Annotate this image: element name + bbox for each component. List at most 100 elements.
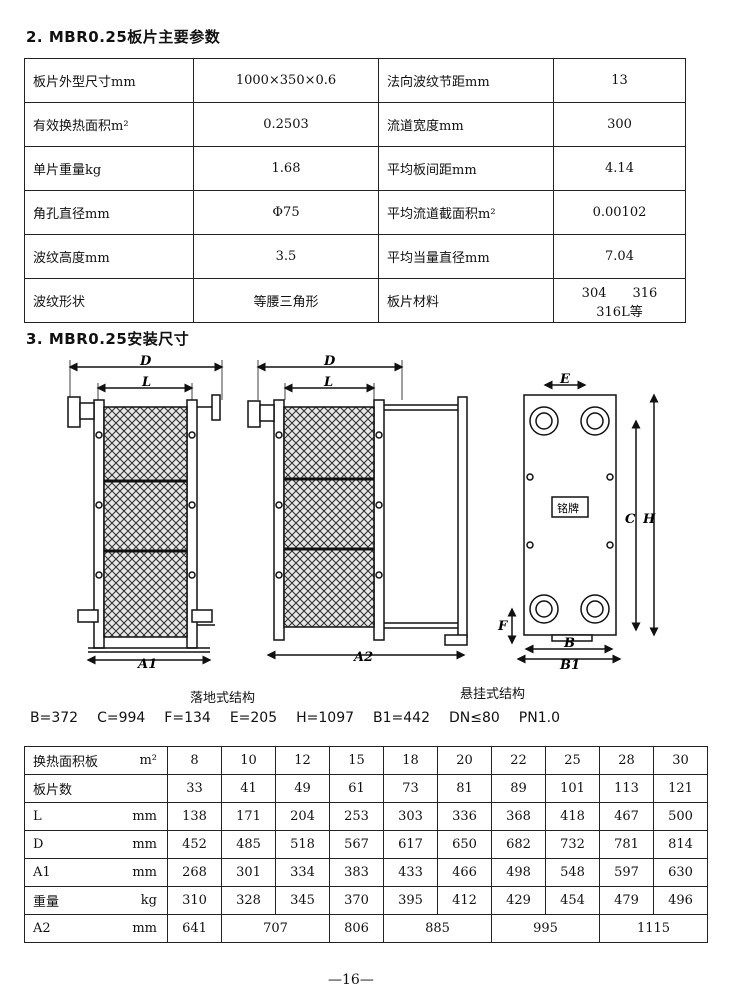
dims-row-unit: mm — [117, 858, 168, 887]
dims-cell: 452 — [167, 830, 222, 859]
dims-cell: 10 — [221, 746, 276, 775]
dims-cell: 61 — [329, 774, 384, 803]
floor-standing-drawing — [67, 360, 224, 665]
param-label: 平均流道截面积m² — [378, 190, 554, 235]
dims-cell: 429 — [491, 886, 546, 915]
spec-item: E=205 — [229, 710, 278, 726]
param-label: 波纹高度mm — [24, 234, 194, 279]
dims-cell: 732 — [545, 830, 600, 859]
dims-cell: 454 — [545, 886, 600, 915]
label-l-floor: L — [141, 375, 151, 390]
label-f: F — [497, 619, 508, 634]
dims-cell: 412 — [437, 886, 492, 915]
dims-cell: 30 — [653, 746, 708, 775]
label-a2: A2 — [352, 650, 373, 665]
param-label: 有效换热面积m² — [24, 102, 194, 147]
dims-cell: 171 — [221, 802, 276, 831]
dims-cell: 479 — [599, 886, 654, 915]
param-value: 3.5 — [193, 234, 379, 279]
dims-cell: 370 — [329, 886, 384, 915]
param-label: 平均板间距mm — [378, 146, 554, 191]
section-2-title: 2. MBR0.25板片主要参数 — [26, 28, 221, 46]
dims-row-label: 重量 — [24, 886, 117, 915]
dims-row-label: 换热面积板 — [24, 746, 117, 775]
dims-row-unit: mm — [117, 914, 168, 943]
dims-cell: 1115 — [599, 914, 708, 943]
param-value: 0.2503 — [193, 102, 379, 147]
dims-row-unit — [117, 774, 168, 803]
dims-row-label: D — [24, 830, 117, 859]
dims-row-label: A2 — [24, 914, 117, 943]
dims-row-unit: mm — [117, 830, 168, 859]
spec-item: H=1097 — [296, 710, 355, 726]
dims-cell: 806 — [329, 914, 384, 943]
installation-drawing: D L A1 D L A2 E C H F B B1 铭牌 — [67, 355, 659, 673]
dims-cell: 334 — [275, 858, 330, 887]
dims-cell: 73 — [383, 774, 438, 803]
spec-item: PN1.0 — [518, 710, 560, 726]
dims-cell: 498 — [491, 858, 546, 887]
spec-item: B=372 — [30, 710, 79, 726]
dims-cell: 567 — [329, 830, 384, 859]
dims-cell: 885 — [383, 914, 492, 943]
dims-cell: 204 — [275, 802, 330, 831]
dims-cell: 301 — [221, 858, 276, 887]
dims-cell: 814 — [653, 830, 708, 859]
dims-cell: 433 — [383, 858, 438, 887]
param-value: 1.68 — [193, 146, 379, 191]
side-view-drawing — [507, 380, 659, 664]
dims-cell: 650 — [437, 830, 492, 859]
page-number: —16— — [328, 972, 374, 988]
spec-item: DN≤80 — [448, 710, 500, 726]
dims-cell: 138 — [167, 802, 222, 831]
label-d-hang: D — [323, 355, 336, 369]
label-c: C — [625, 512, 636, 527]
section-3-title: 3. MBR0.25安装尺寸 — [26, 330, 190, 348]
label-a1: A1 — [136, 657, 157, 672]
dims-cell: 101 — [545, 774, 600, 803]
dims-cell: 496 — [653, 886, 708, 915]
dims-cell: 368 — [491, 802, 546, 831]
spec-item: C=994 — [97, 710, 146, 726]
dims-cell: 518 — [275, 830, 330, 859]
spec-item: B1=442 — [373, 710, 430, 726]
dims-cell: 49 — [275, 774, 330, 803]
dims-cell: 18 — [383, 746, 438, 775]
dims-cell: 113 — [599, 774, 654, 803]
dims-cell: 33 — [167, 774, 222, 803]
param-label: 平均当量直径mm — [378, 234, 554, 279]
dims-cell: 15 — [329, 746, 384, 775]
hanging-frame-drawing — [247, 360, 468, 660]
dims-row-label: A1 — [24, 858, 117, 887]
dims-cell: 630 — [653, 858, 708, 887]
dims-cell: 253 — [329, 802, 384, 831]
param-value: 300 — [553, 102, 686, 147]
param-label: 单片重量kg — [24, 146, 194, 191]
dims-cell: 485 — [221, 830, 276, 859]
dims-cell: 548 — [545, 858, 600, 887]
spec-item: F=134 — [164, 710, 211, 726]
dims-cell: 467 — [599, 802, 654, 831]
dims-cell: 12 — [275, 746, 330, 775]
label-b1: B1 — [559, 658, 580, 673]
dims-row-unit: mm — [117, 802, 168, 831]
param-value: Φ75 — [193, 190, 379, 235]
dims-cell: 395 — [383, 886, 438, 915]
nameplate-label: 铭牌 — [557, 501, 579, 515]
dims-cell: 22 — [491, 746, 546, 775]
param-value: 4.14 — [553, 146, 686, 191]
param-label: 板片材料 — [378, 278, 554, 323]
param-value: 1000×350×0.6 — [193, 58, 379, 103]
dims-cell: 617 — [383, 830, 438, 859]
label-h: H — [642, 512, 656, 527]
param-value: 0.00102 — [553, 190, 686, 235]
param-value: 7.04 — [553, 234, 686, 279]
dims-row-unit: m² — [117, 746, 168, 775]
dims-cell: 418 — [545, 802, 600, 831]
